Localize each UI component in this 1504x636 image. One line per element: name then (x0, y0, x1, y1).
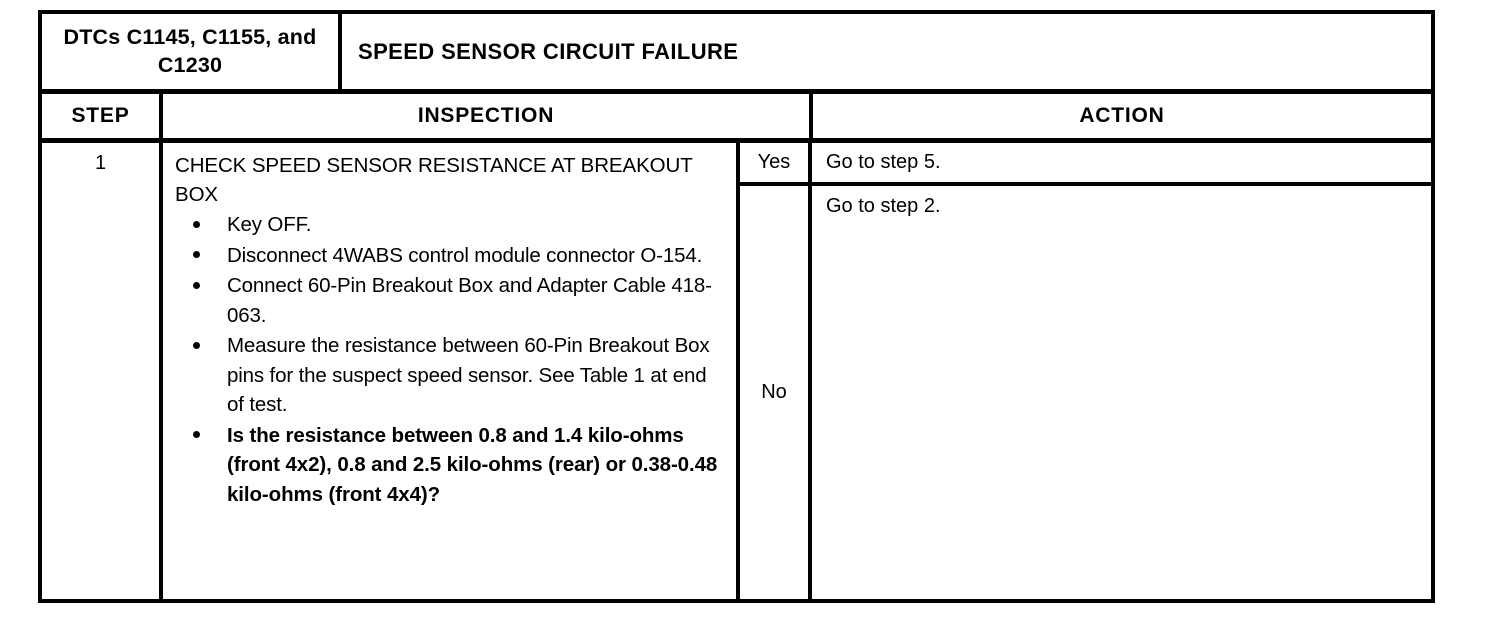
dtc-code-cell: DTCs C1145, C1155, and C1230 (42, 14, 342, 89)
action-cell: Go to step 5. Go to step 2. (812, 143, 1431, 599)
action-no-row: Go to step 2. (812, 186, 1431, 599)
table-header-band: DTCs C1145, C1155, and C1230 SPEED SENSO… (42, 14, 1431, 94)
action-yes-text: Go to step 5. (826, 151, 941, 173)
list-item: Connect 60-Pin Breakout Box and Adapter … (175, 271, 728, 330)
bullet-icon (193, 341, 200, 349)
column-header-inspection-label: INSPECTION (417, 104, 555, 127)
list-item-text: Key OFF. (227, 213, 312, 237)
diagnostic-table: DTCs C1145, C1155, and C1230 SPEED SENSO… (38, 10, 1435, 603)
column-header-inspection: INSPECTION (163, 94, 813, 138)
dtc-code-label: DTCs C1145, C1155, and C1230 (63, 24, 317, 77)
column-header-action: ACTION (813, 94, 1431, 138)
outcome-condition-no-label: No (761, 381, 787, 403)
action-yes-row: Go to step 5. (812, 143, 1431, 186)
step-number: 1 (94, 152, 107, 174)
column-header-step: STEP (42, 94, 163, 138)
list-item: Measure the resistance between 60-Pin Br… (175, 331, 728, 420)
step-number-cell: 1 (42, 143, 163, 599)
outcome-condition-yes-label: Yes (757, 151, 791, 173)
list-item-question: Is the resistance between 0.8 and 1.4 ki… (175, 421, 728, 510)
procedure-title-cell: SPEED SENSOR CIRCUIT FAILURE (342, 14, 1431, 89)
list-item-text: Connect 60-Pin Breakout Box and Adapter … (227, 274, 712, 327)
page-title: SPEED SENSOR CIRCUIT FAILURE (358, 38, 739, 64)
inspection-cell: CHECK SPEED SENSOR RESISTANCE AT BREAKOU… (163, 143, 740, 599)
inspection-step-list: Key OFF. Disconnect 4WABS control module… (175, 210, 728, 509)
list-item: Disconnect 4WABS control module connecto… (175, 241, 728, 271)
bullet-icon (193, 220, 200, 228)
table-row: 1 CHECK SPEED SENSOR RESISTANCE AT BREAK… (42, 143, 1431, 599)
outcome-condition-cell: Yes No (740, 143, 812, 599)
list-item-text: Measure the resistance between 60-Pin Br… (227, 334, 710, 417)
bullet-icon (193, 431, 200, 439)
list-item-text: Disconnect 4WABS control module connecto… (227, 243, 703, 267)
column-header-action-label: ACTION (1079, 104, 1165, 127)
list-item-text: Is the resistance between 0.8 and 1.4 ki… (227, 423, 718, 506)
outcome-condition-no: No (740, 186, 808, 599)
action-no-text: Go to step 2. (826, 195, 941, 217)
column-header-step-label: STEP (71, 104, 130, 127)
list-item: Key OFF. (175, 210, 728, 240)
bullet-icon (193, 281, 200, 289)
bullet-icon (193, 251, 200, 259)
column-header-row: STEP INSPECTION ACTION (42, 94, 1431, 143)
inspection-heading: CHECK SPEED SENSOR RESISTANCE AT BREAKOU… (175, 154, 693, 207)
outcome-condition-yes: Yes (740, 143, 808, 186)
